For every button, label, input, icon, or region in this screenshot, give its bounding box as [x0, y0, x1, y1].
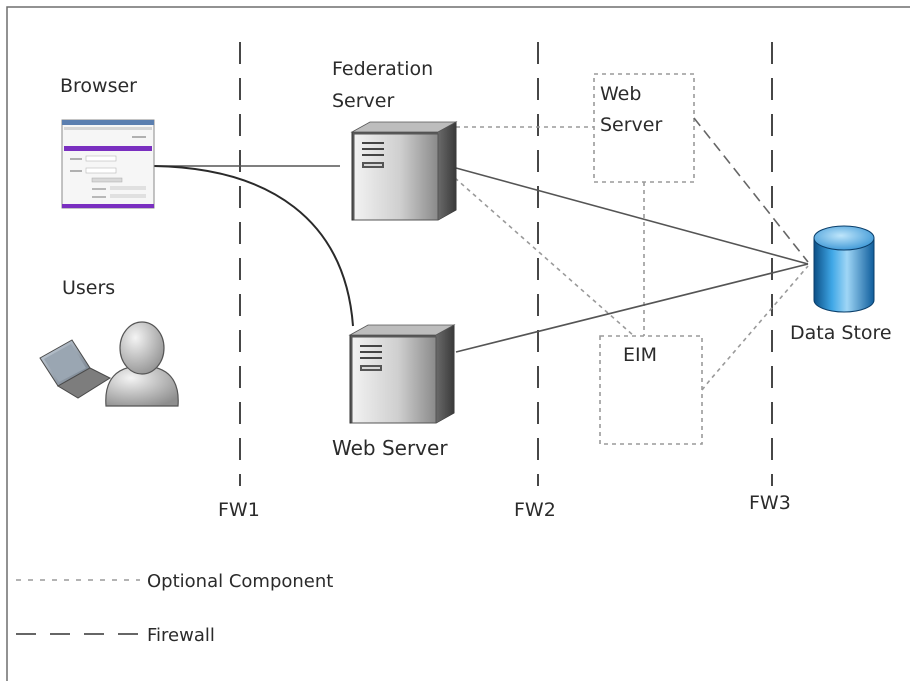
browser-window-icon	[61, 119, 155, 209]
optional-web-server-label-line2: Server	[600, 114, 662, 136]
connections	[153, 165, 809, 353]
data-store-label: Data Store	[790, 322, 892, 344]
user-with-laptop-icon	[39, 321, 179, 407]
browser-label: Browser	[60, 75, 137, 97]
legend: Optional Component Firewall	[16, 571, 333, 646]
connection-browser-to-web-server	[153, 165, 354, 327]
database-cylinder-icon	[813, 225, 875, 313]
optional-connections	[454, 126, 809, 391]
fw1-label: FW1	[218, 499, 260, 521]
federation-server-label-line1: Federation	[332, 58, 433, 80]
optional-web-server-label-line1: Web	[600, 83, 641, 105]
legend-optional-component-label: Optional Component	[147, 571, 333, 592]
optional-connection-eim-to-datastore	[701, 265, 809, 391]
users-label: Users	[62, 277, 115, 299]
fw3-label: FW3	[749, 492, 791, 514]
connection-federation-to-datastore	[455, 167, 809, 265]
connection-web-to-datastore	[693, 117, 809, 263]
person-icon	[105, 321, 179, 407]
federation-server-icon	[350, 121, 458, 221]
federation-server-label-line2: Server	[332, 90, 394, 112]
firewalls	[239, 42, 773, 486]
legend-firewall-label: Firewall	[147, 625, 215, 646]
fw2-label: FW2	[514, 499, 556, 521]
web-server-icon	[348, 324, 456, 424]
laptop-icon	[39, 339, 112, 399]
web-server-label: Web Server	[332, 436, 448, 460]
connection-webserver-to-datastore	[455, 263, 809, 353]
eim-label: EIM	[623, 344, 657, 366]
